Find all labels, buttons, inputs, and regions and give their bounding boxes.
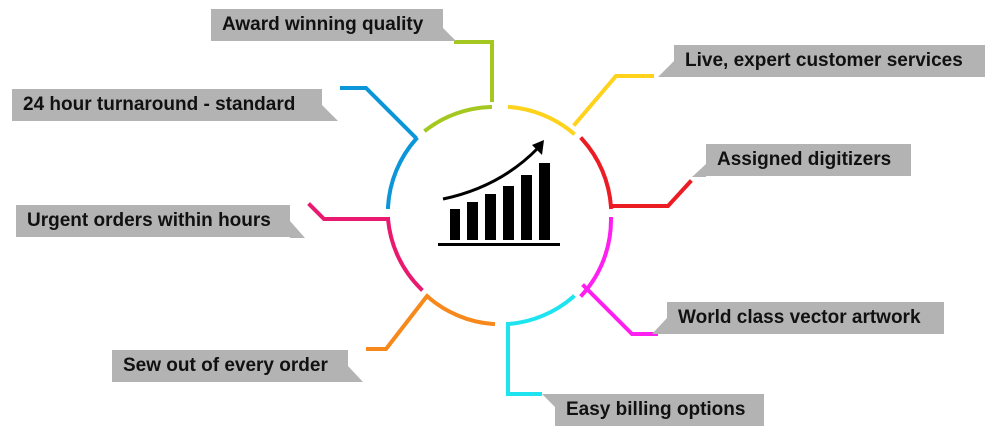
label-easy-billing-options: Easy billing options bbox=[555, 394, 764, 426]
growth-arrow-curve bbox=[442, 146, 540, 201]
arc-urgent bbox=[385, 216, 424, 292]
connector-billing bbox=[506, 322, 542, 396]
label-assigned-digitizers: Assigned digitizers bbox=[706, 144, 911, 176]
connector-digitizers bbox=[609, 179, 693, 208]
bar-chart-growth-icon bbox=[438, 140, 560, 246]
connector-urgent bbox=[307, 202, 390, 221]
arrowhead bbox=[532, 140, 544, 155]
bar-2 bbox=[467, 202, 478, 240]
label-tabs bbox=[290, 28, 706, 407]
arc-digitizers bbox=[579, 136, 614, 210]
baseline bbox=[438, 243, 560, 246]
label-award-winning-quality: Award winning quality bbox=[211, 9, 443, 41]
connector-sewout bbox=[366, 293, 430, 351]
arc-vector bbox=[579, 216, 614, 298]
bar-5 bbox=[521, 175, 532, 240]
arc-turnaround bbox=[385, 136, 419, 210]
connector-live bbox=[572, 74, 654, 127]
connector-vector bbox=[581, 283, 658, 336]
label-live-expert-customer-services: Live, expert customer services bbox=[674, 45, 985, 77]
arc-award bbox=[423, 104, 493, 133]
arc-billing bbox=[506, 294, 576, 327]
label-world-class-vector-artwork: World class vector artwork bbox=[667, 302, 944, 334]
bar-6 bbox=[539, 163, 550, 240]
arc-sewout bbox=[425, 294, 496, 327]
bar-1 bbox=[450, 209, 460, 240]
label-sew-out-of-every-order: Sew out of every order bbox=[112, 350, 348, 382]
connector-award bbox=[454, 40, 494, 102]
bar-3 bbox=[485, 194, 496, 240]
label-urgent-orders: Urgent orders within hours bbox=[16, 205, 290, 237]
connector-turnaround bbox=[340, 86, 418, 140]
label-24-hour-turnaround: 24 hour turnaround - standard bbox=[12, 89, 322, 121]
arc-live bbox=[507, 104, 576, 136]
bar-4 bbox=[503, 186, 514, 240]
